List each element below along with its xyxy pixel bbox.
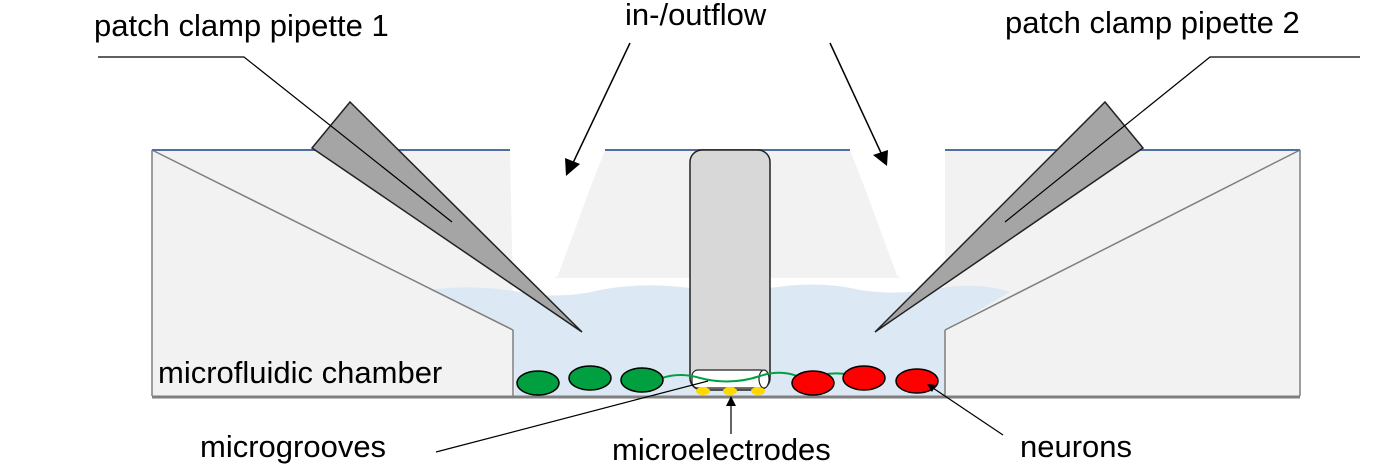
patch-pipette-2 bbox=[874, 100, 1145, 333]
patch-pipette-1 bbox=[310, 100, 583, 333]
neuron-green bbox=[516, 370, 560, 396]
inflow-outflow-label: in-/outflow bbox=[625, 0, 767, 32]
microgroove-end bbox=[758, 369, 770, 389]
microelectrode bbox=[696, 387, 710, 395]
neurons-leader-line bbox=[929, 385, 1004, 436]
pipette-1-leader-line bbox=[98, 56, 453, 223]
outflow-arrowhead bbox=[873, 150, 888, 166]
neuron-green bbox=[620, 367, 664, 393]
neurons-arrowhead bbox=[927, 384, 936, 392]
neuron-green bbox=[568, 365, 612, 391]
right-chamber-wall bbox=[945, 150, 1300, 396]
microelectrodes-label: microelectrodes bbox=[612, 432, 831, 466]
pipette-2-leader-line bbox=[1004, 56, 1360, 223]
inflow-arrow-line bbox=[571, 42, 631, 166]
patch-pipette-1-label: patch clamp pipette 1 bbox=[94, 8, 389, 43]
microgrooves-leader-line bbox=[435, 380, 709, 453]
outflow-arrow-line bbox=[829, 42, 883, 156]
neuron-red bbox=[842, 365, 886, 391]
microgrooves-label: microgrooves bbox=[200, 429, 386, 464]
inflow-arrowhead bbox=[565, 158, 580, 176]
neurons-label: neurons bbox=[1020, 429, 1132, 464]
chamber-label: microfluidic chamber bbox=[158, 355, 442, 390]
center-barrier-block bbox=[689, 149, 771, 391]
microelectrode bbox=[723, 387, 737, 395]
patch-pipette-2-label: patch clamp pipette 2 bbox=[1005, 5, 1300, 40]
outflow-funnel bbox=[850, 148, 945, 278]
neuron-red bbox=[895, 368, 939, 394]
inflow-funnel bbox=[510, 148, 605, 278]
right-wall-slope bbox=[944, 149, 1301, 331]
neuron-red bbox=[791, 370, 835, 396]
microelectrode bbox=[751, 387, 765, 395]
left-wall-slope bbox=[151, 149, 514, 331]
microelectrodes-arrowhead bbox=[726, 396, 736, 406]
